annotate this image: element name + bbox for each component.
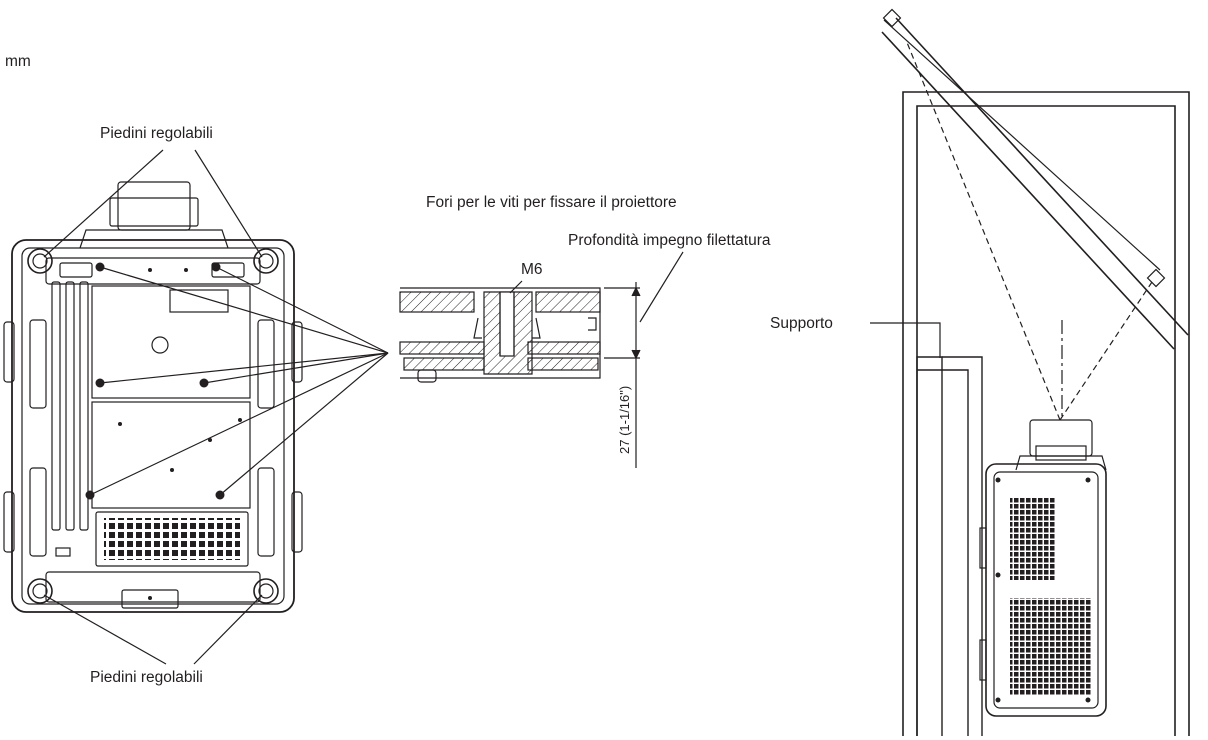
thread-depth-dimension [604,251,684,468]
screw-hole-cross-section [399,287,601,383]
unit-label: mm [5,53,31,70]
adjustable-feet-label-bottom: Piedini regolabili [90,669,203,686]
adjustable-feet-leaders [43,149,263,665]
screw-size-label: M6 [521,261,543,278]
installation-diagram [881,8,1190,736]
screw-holes-label: Fori per le viti per fissare il proietto… [426,194,677,211]
screw-hole-leaders [89,266,389,496]
adjustable-feet-label-top: Piedini regolabili [100,125,213,142]
projector-bottom-view [3,181,303,613]
depth-dimension-label: 27 (1-1/16") [617,385,632,454]
thread-depth-label: Profondità impegno filettatura [568,232,771,249]
support-label: Supporto [770,315,833,332]
